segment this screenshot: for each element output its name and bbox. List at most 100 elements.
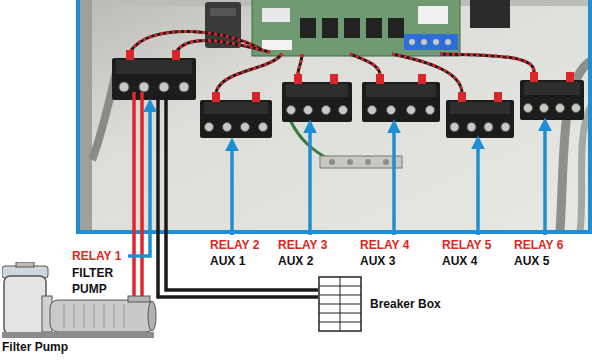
panel-photo (78, 0, 92, 232)
ground-bar (365, 159, 371, 165)
relay-label: RELAY 6 (514, 238, 563, 253)
pointer-arrow (392, 125, 396, 235)
relay-block (467, 123, 476, 132)
relay-label: RELAY 2 (210, 238, 259, 253)
relay-block (322, 106, 331, 115)
power-wire (166, 92, 318, 290)
relay-block (112, 58, 196, 100)
relay-block (501, 123, 510, 132)
pump-node: Filter Pump (2, 262, 158, 356)
breaker-grid (319, 295, 361, 296)
relay-block (200, 100, 272, 138)
ground-bar (329, 159, 335, 165)
twisted-wire (216, 54, 282, 92)
top-component (470, 0, 510, 28)
relay-label: RELAY 3 (278, 238, 327, 253)
pointer-arrow (308, 125, 312, 235)
pointer-arrow (128, 104, 150, 256)
pump-illustration (114, 304, 115, 328)
pump-illustration (16, 262, 34, 267)
power-wire (132, 92, 136, 300)
relay-block (330, 74, 338, 84)
twisted-wire (298, 54, 302, 74)
circuit-board (252, 0, 460, 56)
power-wire (134, 92, 318, 300)
breaker-grid (319, 277, 361, 331)
relay-block (446, 100, 514, 138)
relay-block (112, 50, 196, 100)
relay-block (304, 106, 313, 115)
relay-block (540, 104, 549, 113)
relay-block (223, 123, 232, 132)
circuit-board (366, 18, 382, 38)
pump-illustration (2, 262, 158, 340)
relay-block (458, 92, 466, 102)
panel-photo (78, 0, 590, 232)
circuit-label: AUX 1 (210, 254, 245, 269)
photo-frame (78, 0, 590, 232)
circuit-board (409, 39, 415, 45)
pointer-arrow (543, 123, 547, 235)
relay-block (484, 123, 493, 132)
relay-block (119, 82, 129, 92)
pump-illustration (128, 296, 150, 302)
pump-illustration (124, 304, 125, 328)
circuit-board (404, 34, 458, 50)
circuit-label: AUX 3 (360, 254, 395, 269)
ground-bar (320, 156, 402, 168)
relay-block (282, 82, 352, 122)
twisted-wire (176, 40, 270, 52)
circuit-label: AUX 5 (514, 254, 549, 269)
circuit-label: AUX 4 (442, 254, 477, 269)
relay-block (520, 80, 584, 120)
twisted-wire (440, 54, 534, 72)
relay-block (494, 92, 502, 102)
relay-block (172, 50, 180, 60)
circuit-board (252, 0, 460, 56)
node-label: Filter Pump (2, 340, 68, 354)
pump-illustration (4, 276, 46, 334)
relay-block (179, 82, 189, 92)
circuit-label: FILTER PUMP (72, 265, 126, 297)
relay-block (282, 74, 352, 122)
relay-block (205, 123, 214, 132)
twisted-wire (350, 54, 380, 74)
twisted-wire (216, 54, 282, 92)
pump-illustration (84, 304, 85, 328)
pump-illustration (50, 300, 154, 332)
relay-block (446, 92, 514, 138)
relay-label: RELAY 1 (72, 249, 121, 264)
breaker-grid (319, 322, 361, 323)
ground-bar (347, 159, 353, 165)
relay-block (362, 74, 440, 122)
relay-block (376, 74, 384, 84)
relay-block (286, 84, 348, 97)
top-component (470, 0, 510, 28)
breaker-grid (319, 304, 361, 305)
circuit-board (421, 39, 427, 45)
relay-block (524, 82, 580, 95)
circuit-board (322, 18, 338, 38)
breaker-grid (319, 313, 361, 314)
circuit-board (433, 39, 439, 45)
transformer-block (210, 8, 236, 16)
relay-block (339, 106, 348, 115)
relay-block (259, 123, 268, 132)
relay-block (241, 123, 250, 132)
relay-block (566, 72, 574, 82)
circuit-board (300, 18, 316, 38)
twisted-wire (350, 54, 380, 74)
relay-block (139, 82, 149, 92)
node-label: Breaker Box (370, 297, 441, 311)
relay-block (366, 84, 436, 97)
ground-bar (290, 120, 402, 168)
relay-block (387, 106, 396, 115)
relay-block (572, 104, 581, 113)
relay-label: RELAY 5 (442, 238, 491, 253)
relay-block (200, 92, 272, 138)
relay-block (450, 102, 510, 114)
circuit-board (445, 39, 451, 45)
relay-block (426, 106, 435, 115)
relay-block (204, 102, 268, 114)
